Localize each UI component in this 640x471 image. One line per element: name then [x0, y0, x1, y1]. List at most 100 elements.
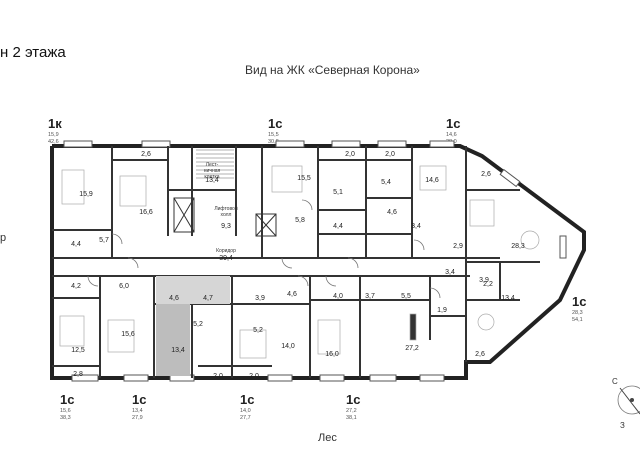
- compass-letter-c: С: [612, 377, 618, 386]
- room-label: 4,4: [333, 223, 343, 230]
- stair-hatch: [196, 149, 234, 179]
- room-label: 3,4: [445, 269, 455, 276]
- unit-total-area: 38,3: [60, 414, 71, 421]
- windows-bottom: [71, 374, 445, 382]
- room-note-corridor: Коридор: [216, 248, 236, 254]
- room-label: 16,6: [139, 209, 153, 216]
- unit-living-area: 14,0: [240, 408, 251, 414]
- room-label: 15,5: [297, 175, 311, 182]
- room-label: 13,4: [205, 177, 219, 184]
- room-label: 5,8: [295, 217, 305, 224]
- compass-needle: [619, 387, 640, 415]
- unit-label-bottom-3[interactable]: 1с 14,0 27,7: [240, 392, 254, 421]
- unit-type: 1с: [346, 392, 361, 407]
- unit-type: 1с: [240, 392, 255, 407]
- unit-living-area: 15,9: [48, 132, 59, 138]
- room-label: 2,6: [481, 171, 491, 178]
- unit-living-area: 15,5: [268, 132, 279, 138]
- room-label: 2,0: [213, 373, 223, 380]
- unit-living-area: 27,2: [346, 408, 357, 414]
- unit-label-bottom-4[interactable]: 1с 27,2 38,1: [346, 392, 360, 421]
- unit-label-bottom-2[interactable]: 1с 13,4 27,9: [132, 392, 146, 421]
- lift-shafts: [173, 197, 277, 237]
- unit-label-top-1[interactable]: 1к 15,9 42,6: [48, 116, 62, 145]
- compass-letter-z: З: [620, 421, 625, 430]
- room-label: 2,6: [141, 151, 151, 158]
- unit-label-top-2[interactable]: 1с 15,5 30,8: [268, 116, 282, 145]
- unit-living-area: 13,4: [132, 408, 143, 414]
- plan-title: н 2 этажа: [0, 44, 66, 61]
- windows-top: [63, 140, 567, 259]
- unit-total-area: 38,1: [346, 414, 357, 421]
- room-label: 15,6: [121, 331, 135, 338]
- room-label: 2,0: [249, 373, 259, 380]
- room-label: 1,9: [437, 307, 447, 314]
- furniture: [59, 165, 540, 359]
- unit-type: 1к: [48, 116, 62, 131]
- room-label: 4,4: [71, 241, 81, 248]
- unit-living-area: 28,3: [572, 310, 583, 316]
- unit-type: 1с: [446, 116, 461, 131]
- room-label: 13,4: [501, 295, 515, 302]
- unit-total-area: 27,9: [132, 414, 143, 421]
- highlighted-unit-area[interactable]: [156, 304, 190, 376]
- left-edge-text: р: [0, 232, 7, 244]
- room-label: 4,6: [169, 295, 179, 302]
- unit-type: 1с: [268, 116, 283, 131]
- highlighted-unit-hall[interactable]: [156, 276, 190, 304]
- room-label: 2,0: [385, 151, 395, 158]
- unit-total-area: 27,7: [240, 414, 251, 421]
- room-label: 4,2: [71, 283, 81, 290]
- unit-type: 1с: [132, 392, 147, 407]
- view-label-top: Вид на ЖК «Северная Корона»: [245, 63, 420, 77]
- room-label: 5,2: [253, 327, 263, 334]
- room-label: 5,5: [401, 293, 411, 300]
- room-label: 28,3: [511, 243, 525, 250]
- door-arcs: [87, 199, 441, 299]
- unit-living-area: 15,6: [60, 408, 71, 414]
- room-label: 9,3: [221, 223, 231, 230]
- room-label: 3,9: [255, 295, 265, 302]
- room-label: 14,0: [281, 343, 295, 350]
- room-label: 6,0: [119, 283, 129, 290]
- unit-total-area: 54,1: [572, 316, 583, 323]
- room-label: 3,9: [479, 277, 489, 284]
- room-label: 2,6: [475, 351, 485, 358]
- unit-type: 1с: [60, 392, 75, 407]
- room-label: 2,9: [453, 243, 463, 250]
- room-label: 3,4: [411, 223, 421, 230]
- unit-total-area: 30,8: [268, 138, 279, 145]
- unit-type: 1с: [572, 294, 587, 309]
- room-label: 2,2: [483, 281, 493, 288]
- unit-label-right[interactable]: 1с 28,3 54,1: [572, 294, 586, 323]
- room-label: 5,2: [193, 321, 203, 328]
- unit-total-area: 42,6: [48, 138, 59, 145]
- room-label: 15,9: [79, 191, 93, 198]
- interior-walls: [52, 146, 540, 378]
- room-label: 16,0: [325, 351, 339, 358]
- room-label: 14,6: [425, 177, 439, 184]
- room-label: 2,8: [73, 371, 83, 378]
- highlighted-unit-bath[interactable]: [190, 276, 230, 304]
- room-label: 5,1: [333, 189, 343, 196]
- room-label: 2,0: [345, 151, 355, 158]
- room-label: 27,2: [405, 345, 419, 352]
- unit-living-area: 14,6: [446, 132, 457, 138]
- room-label: 4,6: [287, 291, 297, 298]
- room-label: 4,7: [203, 295, 213, 302]
- room-label: 5,4: [381, 179, 391, 186]
- room-label: 3,7: [365, 293, 375, 300]
- compass-center: [630, 398, 634, 402]
- room-label: 4,6: [387, 209, 397, 216]
- view-label-bottom: Лес: [318, 432, 337, 444]
- unit-label-bottom-1[interactable]: 1с 15,6 38,3: [60, 392, 74, 421]
- compass-ring: [617, 385, 640, 415]
- room-label: 5,7: [99, 237, 109, 244]
- room-label: 4,0: [333, 293, 343, 300]
- room-label: 39,4: [219, 255, 233, 262]
